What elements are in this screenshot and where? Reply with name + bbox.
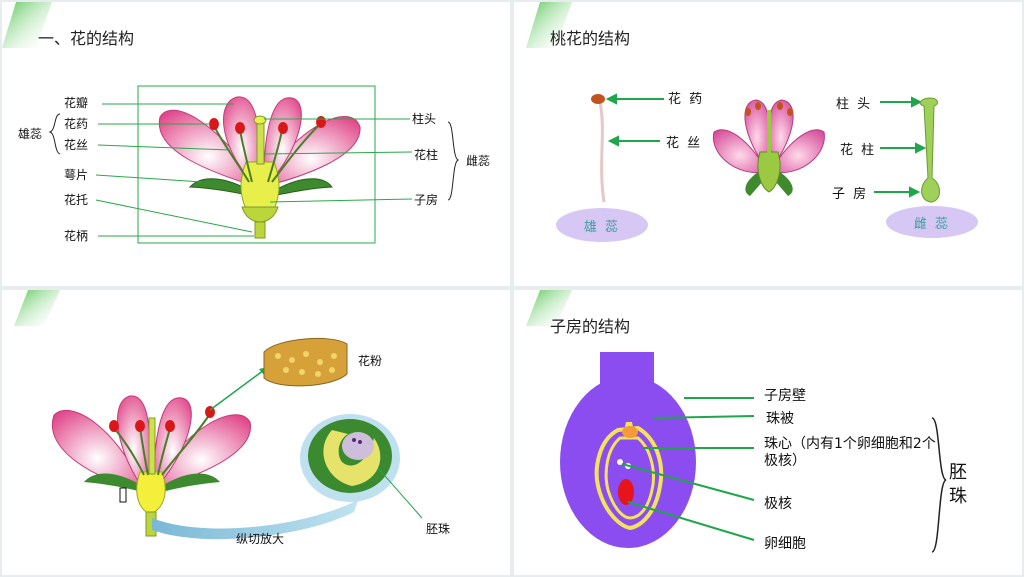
panel-peach-flower: 桃花的结构 花 药 花 丝 雄 蕊 柱 头 花 柱 子 房 雌 蕊 — [514, 2, 1022, 286]
flower-diagram — [2, 2, 460, 244]
label-pollen: 花粉 — [358, 354, 383, 368]
label-egg-cell: 卵细胞 — [764, 536, 806, 552]
label-anther: 花 药 — [668, 92, 705, 107]
label-ovary-wall: 子房壁 — [764, 388, 806, 404]
label-ovule-char1: 胚 — [949, 462, 967, 483]
label-sepal: 萼片 — [64, 168, 89, 182]
label-nucellus: 珠心（内有1个卵细胞和2个极核） — [764, 436, 936, 469]
label-ovary: 子 房 — [832, 187, 869, 202]
label-section: 纵切放大 — [236, 532, 285, 546]
label-polar-nuclei: 极核 — [764, 496, 792, 512]
label-ovule-char2: 珠 — [949, 486, 967, 507]
panel-ovary-structure: 子房的结构 子房壁 珠被 珠心（内有1个卵细胞和2个极核） 极核 卵细胞 胚 珠 — [514, 290, 1022, 575]
label-ovary: 子房 — [414, 193, 439, 207]
panel-pollen-ovule: 花粉 胚珠 纵切放大 — [2, 290, 510, 575]
label-filament: 花 丝 — [666, 136, 703, 151]
ovary-diagram — [526, 290, 947, 553]
label-pistil: 雌蕊 — [466, 154, 491, 168]
label-integument: 珠被 — [766, 411, 794, 427]
panel-flower-structure: 一、花的结构 花瓣 雄蕊 花药 花丝 萼片 花托 花柄 柱头 花柱 子房 雌蕊 — [2, 2, 510, 286]
label-stigma: 柱 头 — [836, 97, 873, 112]
label-filament: 花丝 — [64, 138, 89, 152]
label-pedicel: 花柄 — [64, 229, 89, 243]
section-diagram — [14, 290, 423, 540]
corner-accent — [2, 2, 52, 48]
label-anther: 花药 — [64, 117, 89, 131]
page-title: 一、花的结构 — [38, 29, 135, 48]
label-ovule: 胚珠 — [426, 522, 451, 536]
label-style: 花 柱 — [840, 143, 877, 158]
peach-flower-diagram — [526, 2, 940, 203]
label-stamen: 雄蕊 — [18, 127, 43, 141]
label-style: 花柱 — [414, 148, 439, 162]
page-title: 桃花的结构 — [550, 29, 631, 48]
label-petal: 花瓣 — [64, 96, 89, 110]
page-title: 子房的结构 — [550, 317, 631, 336]
label-receptacle: 花托 — [64, 193, 89, 207]
pill-stamen: 雄 蕊 — [556, 208, 648, 242]
label-stigma: 柱头 — [412, 112, 437, 126]
pill-pistil: 雌 蕊 — [886, 206, 978, 238]
